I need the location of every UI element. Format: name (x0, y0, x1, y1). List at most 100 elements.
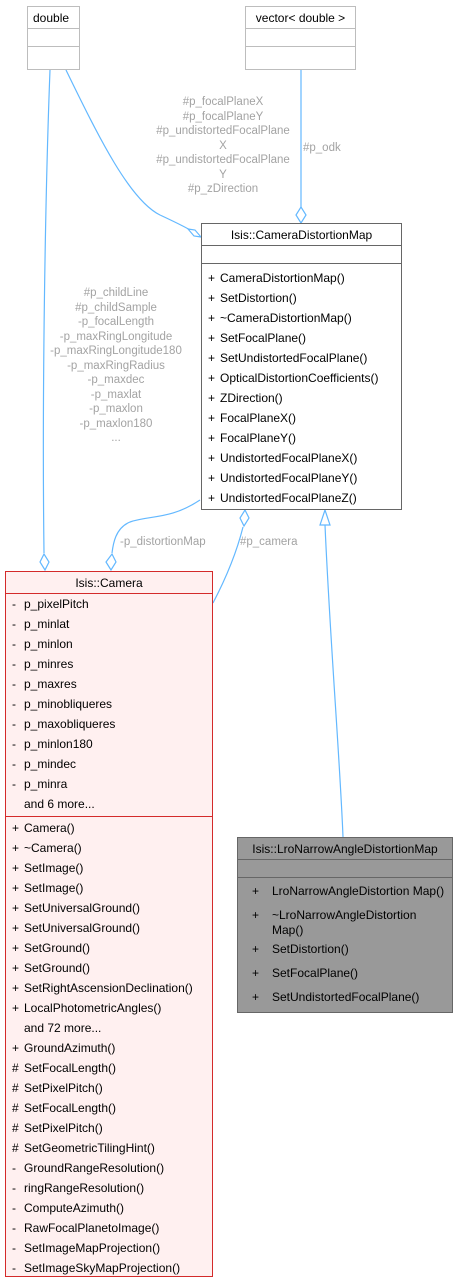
method-item[interactable]: #SetPixelPitch() (6, 1118, 212, 1138)
visibility-marker: + (252, 942, 260, 956)
edge-label-line: -p_maxdec (87, 374, 145, 386)
method-item[interactable]: + LocalPhotometricAngles() (6, 998, 212, 1018)
method-item[interactable]: +FocalPlaneX() (202, 408, 401, 428)
visibility-marker: + (12, 1001, 20, 1015)
method-item[interactable]: +SetRightAscensionDeclination() (6, 978, 212, 998)
visibility-marker: - (12, 617, 16, 631)
method-item[interactable]: +OpticalDistortionCoefficients() (202, 368, 401, 388)
attribute-name: p_pixelPitch (24, 597, 89, 611)
method-item[interactable]: #SetGeometricTilingHint() (6, 1138, 212, 1158)
class-box-double[interactable]: double (27, 6, 80, 70)
method-item[interactable]: +UndistortedFocalPlaneZ() (202, 488, 401, 508)
method-item[interactable]: -SetImageMapProjection() (6, 1238, 212, 1258)
visibility-marker: + (12, 961, 20, 975)
visibility-marker: + (12, 861, 20, 875)
attribute-item[interactable]: -p_pixelPitch (6, 594, 212, 614)
class-title: Isis::Camera (6, 572, 212, 594)
class-box-camera-distortion-map[interactable]: Isis::CameraDistortionMap +CameraDistort… (201, 223, 402, 510)
aggregation-diamond-cdm-top (295, 205, 307, 225)
edge-label-line: #p_childSample (75, 301, 157, 314)
edge-label-line: #p_odk (303, 142, 341, 154)
method-item[interactable]: +LroNarrowAngleDistortion Map() (238, 882, 452, 906)
attribute-item[interactable]: -p_mindec (6, 754, 212, 774)
method-item[interactable]: +SetFocalPlane() (202, 328, 401, 348)
method-item[interactable]: +SetGround() (6, 958, 212, 978)
edge-label-camera-to-cdm: #p_camera (240, 535, 298, 550)
attribute-item[interactable]: -p_minra (6, 774, 212, 794)
method-item[interactable]: -GroundRangeResolution() (6, 1158, 212, 1178)
method-name: SetPixelPitch() (24, 1081, 103, 1095)
method-item[interactable]: +SetUndistortedFocalPlane() (238, 988, 452, 1012)
method-item[interactable]: +~Camera() (6, 838, 212, 858)
visibility-marker: + (208, 311, 216, 325)
method-name: SetPixelPitch() (24, 1121, 103, 1135)
method-item[interactable]: +Camera() (6, 818, 212, 838)
method-item[interactable]: #SetFocalLength() (6, 1058, 212, 1078)
edge-label-double-to-camera: #p_childLine #p_childSample -p_focalLeng… (36, 286, 196, 446)
method-item[interactable]: +SetDistortion() (202, 288, 401, 308)
edge-label-line: -p_maxlon180 (79, 417, 153, 430)
class-methods: +Camera() +~Camera() +SetImage() +SetIma… (6, 817, 212, 1278)
attribute-item[interactable]: -p_maxres (6, 674, 212, 694)
class-attributes-empty (28, 29, 79, 47)
class-methods-empty (246, 47, 355, 65)
attribute-more[interactable]: and 6 more... (6, 794, 212, 814)
attribute-item[interactable]: -p_minobliqueres (6, 694, 212, 714)
edge-label-line: -p_maxRingLongitude180 (50, 345, 182, 357)
attribute-name: p_minobliqueres (24, 697, 113, 711)
attribute-name: p_minlon (24, 637, 73, 651)
method-more[interactable]: and 72 more... (6, 1018, 212, 1038)
method-item[interactable]: -ringRangeResolution() (6, 1178, 212, 1198)
attribute-item[interactable]: -p_maxobliqueres (6, 714, 212, 734)
visibility-marker: - (12, 1261, 16, 1275)
edge-label-cdm-to-camera: -p_distortionMap (120, 535, 206, 550)
method-name: LocalPhotometricAngles() (24, 1001, 162, 1015)
edge-lro-inherits-cdm (324, 524, 344, 838)
method-item[interactable]: +SetImage() (6, 858, 212, 878)
method-item[interactable]: +SetImage() (6, 878, 212, 898)
method-name: SetFocalLength() (24, 1101, 117, 1115)
class-box-camera[interactable]: Isis::Camera -p_pixelPitch -p_minlat -p_… (5, 571, 213, 1277)
method-name: SetUniversalGround() (24, 901, 141, 915)
method-item[interactable]: +FocalPlaneY() (202, 428, 401, 448)
method-item[interactable]: +UndistortedFocalPlaneX() (202, 448, 401, 468)
attribute-item[interactable]: -p_minlat (6, 614, 212, 634)
method-item[interactable]: +UndistortedFocalPlaneY() (202, 468, 401, 488)
method-item[interactable]: -ComputeAzimuth() (6, 1198, 212, 1218)
method-item[interactable]: #SetFocalLength() (6, 1098, 212, 1118)
attribute-item[interactable]: -p_minlon (6, 634, 212, 654)
method-name: UndistortedFocalPlaneY() (220, 471, 358, 485)
method-name: SetUndistortedFocalPlane() (272, 990, 420, 1004)
class-box-lro-narrow-angle-distortion-map[interactable]: Isis::LroNarrowAngleDistortionMap +LroNa… (237, 837, 453, 1013)
attribute-item[interactable]: -p_minres (6, 654, 212, 674)
method-name: SetFocalPlane() (272, 966, 359, 980)
method-item[interactable]: +SetUniversalGround() (6, 898, 212, 918)
method-item[interactable]: +SetUndistortedFocalPlane() (202, 348, 401, 368)
method-name: SetRightAscensionDeclination() (24, 981, 193, 995)
method-item[interactable]: +~LroNarrowAngleDistortion Map() (238, 906, 452, 940)
method-name: SetUndistortedFocalPlane() (220, 351, 368, 365)
edge-label-line: -p_focalLength (77, 316, 155, 328)
class-box-vector-double[interactable]: vector< double > (245, 6, 356, 70)
method-item[interactable]: +CameraDistortionMap() (202, 268, 401, 288)
edge-double-to-camera (42, 69, 51, 554)
visibility-marker: + (208, 431, 216, 445)
method-item[interactable]: +SetFocalPlane() (238, 964, 452, 988)
class-attributes: -p_pixelPitch -p_minlat -p_minlon -p_min… (6, 594, 212, 817)
visibility-marker: - (12, 757, 16, 771)
aggregation-diamond-cdm-left (186, 228, 203, 238)
edge-label-line: -p_maxRingLongitude (59, 330, 173, 343)
method-item[interactable]: +SetDistortion() (238, 940, 452, 964)
method-item[interactable]: +SetGround() (6, 938, 212, 958)
visibility-marker: - (12, 1161, 16, 1175)
attribute-item[interactable]: -p_minlon180 (6, 734, 212, 754)
method-item[interactable]: +SetUniversalGround() (6, 918, 212, 938)
method-item[interactable]: #SetPixelPitch() (6, 1078, 212, 1098)
method-item[interactable]: -SetImageSkyMapProjection() (6, 1258, 212, 1278)
method-item[interactable]: +ZDirection() (202, 388, 401, 408)
method-item[interactable]: +GroundAzimuth() (6, 1038, 212, 1058)
edge-label-line: #p_undistortedFocalPlane (156, 154, 290, 166)
class-title: Isis::CameraDistortionMap (202, 224, 401, 246)
method-item[interactable]: +~CameraDistortionMap() (202, 308, 401, 328)
method-item[interactable]: -RawFocalPlanetoImage() (6, 1218, 212, 1238)
